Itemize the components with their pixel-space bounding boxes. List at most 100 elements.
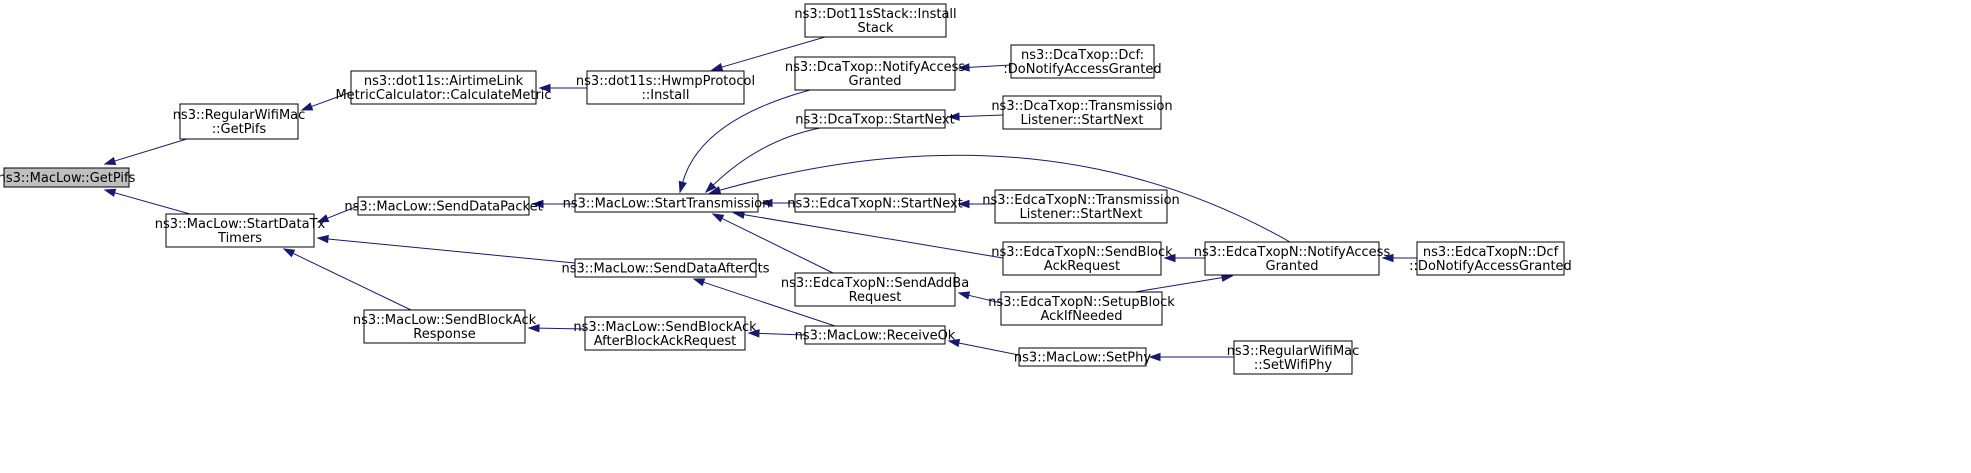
node-label: ns3::DcaTxop::Transmission: [991, 99, 1172, 114]
edge-line: [958, 114, 1004, 118]
node-label: Listener::StartNext: [1021, 113, 1144, 128]
node-label: ns3::MacLow::StartDataTx: [155, 217, 326, 232]
node-box: [1018, 347, 1147, 367]
node-label: AckIfNeeded: [1041, 309, 1123, 324]
node-sendblockackafter[interactable]: ns3::MacLow::SendBlockAckAfterBlockAckRe…: [573, 316, 757, 351]
node-dca-tl-startnext[interactable]: ns3::DcaTxop::TransmissionListener::Star…: [991, 95, 1173, 130]
node-label: ns3::Dot11sStack::Install: [794, 7, 956, 22]
call-edge: [316, 205, 359, 223]
edge-line: [114, 137, 191, 162]
node-label: ns3::dot11s::AirtimeLink: [364, 74, 524, 89]
node-box: [584, 316, 746, 351]
node-label: Response: [413, 327, 475, 342]
node-starttransmission[interactable]: ns3::MacLow::StartTransmission: [563, 193, 771, 213]
node-label: AfterBlockAckRequest: [594, 334, 737, 349]
edge-line: [327, 205, 359, 219]
node-edca-startnext[interactable]: ns3::EdcaTxopN::StartNext: [787, 193, 963, 213]
node-dca-dcf[interactable]: ns3::DcaTxop::Dcf::DoNotifyAccessGranted: [1003, 44, 1162, 79]
arrowhead-icon: [947, 338, 961, 348]
edge-line: [712, 127, 821, 186]
arrowhead-icon: [538, 83, 551, 93]
arrowhead-icon: [1163, 253, 1176, 263]
node-rwm-setwifiphy[interactable]: ns3::RegularWifiMac::SetWifiPhy: [1227, 340, 1360, 375]
edge-line: [743, 214, 1004, 259]
node-senddataaftercts[interactable]: ns3::MacLow::SendDataAfterCts: [562, 258, 770, 278]
call-edge: [957, 291, 1002, 304]
arrowhead-icon: [692, 278, 706, 287]
edge-line: [958, 342, 1020, 356]
node-label: ::Install: [642, 88, 690, 103]
arrowhead-icon: [1381, 253, 1394, 263]
node-receiveok[interactable]: ns3::MacLow::ReceiveOk: [795, 325, 956, 345]
node-getpifs[interactable]: ns3::MacLow::GetPifs: [0, 167, 136, 188]
node-label: ns3::MacLow::SendBlockAck: [353, 313, 537, 328]
edge-line: [721, 217, 834, 274]
node-label: ns3::MacLow::StartTransmission: [563, 197, 771, 212]
node-label: AckRequest: [1044, 259, 1120, 274]
node-airtime[interactable]: ns3::dot11s::AirtimeLinkMetricCalculator…: [335, 70, 552, 105]
node-edca-tl-startnext[interactable]: ns3::EdcaTxopN::TransmissionListener::St…: [982, 189, 1180, 224]
call-edge: [708, 154, 1291, 243]
arrowhead-icon: [300, 102, 314, 111]
node-label: ns3::EdcaTxopN::NotifyAccess: [1194, 245, 1391, 260]
node-label: ns3::DcaTxop::Dcf:: [1021, 48, 1144, 63]
node-dca-notify[interactable]: ns3::DcaTxop::NotifyAccessGranted: [785, 56, 966, 91]
node-box: [1002, 241, 1162, 276]
node-edca-notify[interactable]: ns3::EdcaTxopN::NotifyAccessGranted: [1194, 241, 1391, 276]
arrowhead-icon: [103, 156, 117, 165]
call-edge: [1163, 253, 1205, 263]
node-box: [794, 193, 956, 213]
arrowhead-icon: [957, 199, 970, 209]
node-label: ns3::MacLow::GetPifs: [0, 171, 136, 186]
edge-line: [703, 281, 836, 327]
call-edge: [957, 199, 995, 209]
edge-line: [721, 36, 826, 68]
node-box: [165, 213, 315, 248]
call-edge: [1381, 253, 1417, 263]
node-dca-startnext[interactable]: ns3::DcaTxop::StartNext: [795, 109, 955, 129]
arrowhead-icon: [103, 188, 117, 197]
node-label: ns3::EdcaTxopN::Transmission: [982, 193, 1180, 208]
call-edge: [538, 83, 587, 93]
node-rwm-getpifs[interactable]: ns3::RegularWifiMac::GetPifs: [173, 103, 306, 140]
edge-line: [327, 238, 576, 264]
edge-line: [758, 332, 806, 336]
arrowhead-icon: [1148, 352, 1161, 362]
node-label: ns3::MacLow::SetPhy: [1014, 351, 1151, 366]
edges-layer: [103, 36, 1417, 362]
node-senddatapacket[interactable]: ns3::MacLow::SendDataPacket: [344, 196, 543, 216]
call-edge: [704, 127, 821, 194]
arrowhead-icon: [678, 180, 687, 194]
arrowhead-icon: [708, 186, 722, 195]
node-hwmp-install[interactable]: ns3::dot11s::HwmpProtocol::Install: [576, 70, 755, 105]
node-label: Granted: [849, 74, 902, 89]
node-label: ns3::MacLow::SendBlockAck: [573, 320, 757, 335]
node-label: ns3::MacLow::SendDataAfterCts: [562, 262, 770, 277]
node-setphy[interactable]: ns3::MacLow::SetPhy: [1014, 347, 1151, 367]
node-label: ::DoNotifyAccessGranted: [1409, 259, 1572, 274]
call-edge: [732, 210, 1004, 259]
node-box: [350, 70, 537, 105]
node-box: [794, 272, 956, 307]
arrowhead-icon: [316, 214, 330, 223]
node-label: ::SetWifiPhy: [1254, 358, 1333, 373]
node-label: MetricCalculator::CalculateMetric: [335, 88, 551, 103]
arrowhead-icon: [710, 63, 724, 72]
node-box: [179, 103, 299, 140]
call-edge: [692, 278, 836, 327]
node-label: ns3::EdcaTxopN::SetupBlock: [988, 295, 1175, 310]
node-edca-dcf[interactable]: ns3::EdcaTxopN::Dcf::DoNotifyAccessGrant…: [1409, 241, 1572, 276]
node-label: ns3::RegularWifiMac: [1227, 344, 1360, 359]
call-edge: [947, 112, 1004, 121]
node-box: [574, 258, 757, 278]
arrowhead-icon: [711, 213, 725, 223]
node-label: Listener::StartNext: [1020, 207, 1143, 222]
call-edge: [531, 199, 575, 209]
arrowhead-icon: [747, 329, 760, 338]
